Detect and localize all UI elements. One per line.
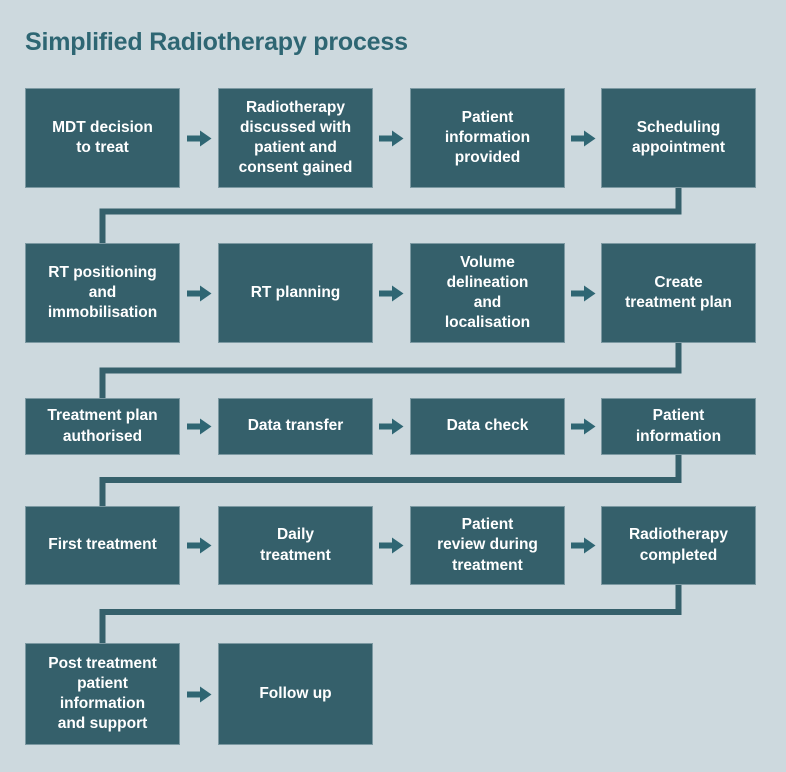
step-treatment-plan-authorised: Treatment plan authorised: [25, 398, 180, 455]
step-patient-review-during-treatment: Patient review during treatment: [410, 506, 565, 585]
connector-row3-row4: [99, 455, 682, 506]
connector-row4-row5: [99, 585, 682, 643]
step-daily-treatment: Daily treatment: [218, 506, 373, 585]
step-patient-information: Patient information: [601, 398, 756, 455]
step-post-treatment-information-support: Post treatment patient information and s…: [25, 643, 180, 745]
arrow-right-icon: [571, 285, 596, 302]
step-first-treatment: First treatment: [25, 506, 180, 585]
arrow-right-icon: [187, 537, 212, 554]
arrow-right-icon: [187, 130, 212, 147]
arrow-right-icon: [187, 686, 212, 703]
step-scheduling-appointment: Scheduling appointment: [601, 88, 756, 188]
page-title: Simplified Radiotherapy process: [25, 28, 408, 56]
arrow-right-icon: [379, 418, 404, 435]
connector-row1-row2: [99, 188, 682, 243]
arrow-right-icon: [571, 537, 596, 554]
arrow-right-icon: [187, 418, 212, 435]
step-rt-positioning-immobilisation: RT positioning and immobilisation: [25, 243, 180, 343]
arrow-right-icon: [187, 285, 212, 302]
step-data-check: Data check: [410, 398, 565, 455]
arrow-right-icon: [379, 130, 404, 147]
arrow-right-icon: [571, 418, 596, 435]
step-data-transfer: Data transfer: [218, 398, 373, 455]
step-rt-planning: RT planning: [218, 243, 373, 343]
arrow-right-icon: [571, 130, 596, 147]
step-create-treatment-plan: Create treatment plan: [601, 243, 756, 343]
arrow-right-icon: [379, 285, 404, 302]
step-radiotherapy-discussed-consent: Radiotherapy discussed with patient and …: [218, 88, 373, 188]
step-volume-delineation-localisation: Volume delineation and localisation: [410, 243, 565, 343]
connector-row2-row3: [99, 343, 682, 398]
step-patient-information-provided: Patient information provided: [410, 88, 565, 188]
arrow-right-icon: [379, 537, 404, 554]
step-mdt-decision-to-treat: MDT decision to treat: [25, 88, 180, 188]
step-follow-up: Follow up: [218, 643, 373, 745]
step-radiotherapy-completed: Radiotherapy completed: [601, 506, 756, 585]
